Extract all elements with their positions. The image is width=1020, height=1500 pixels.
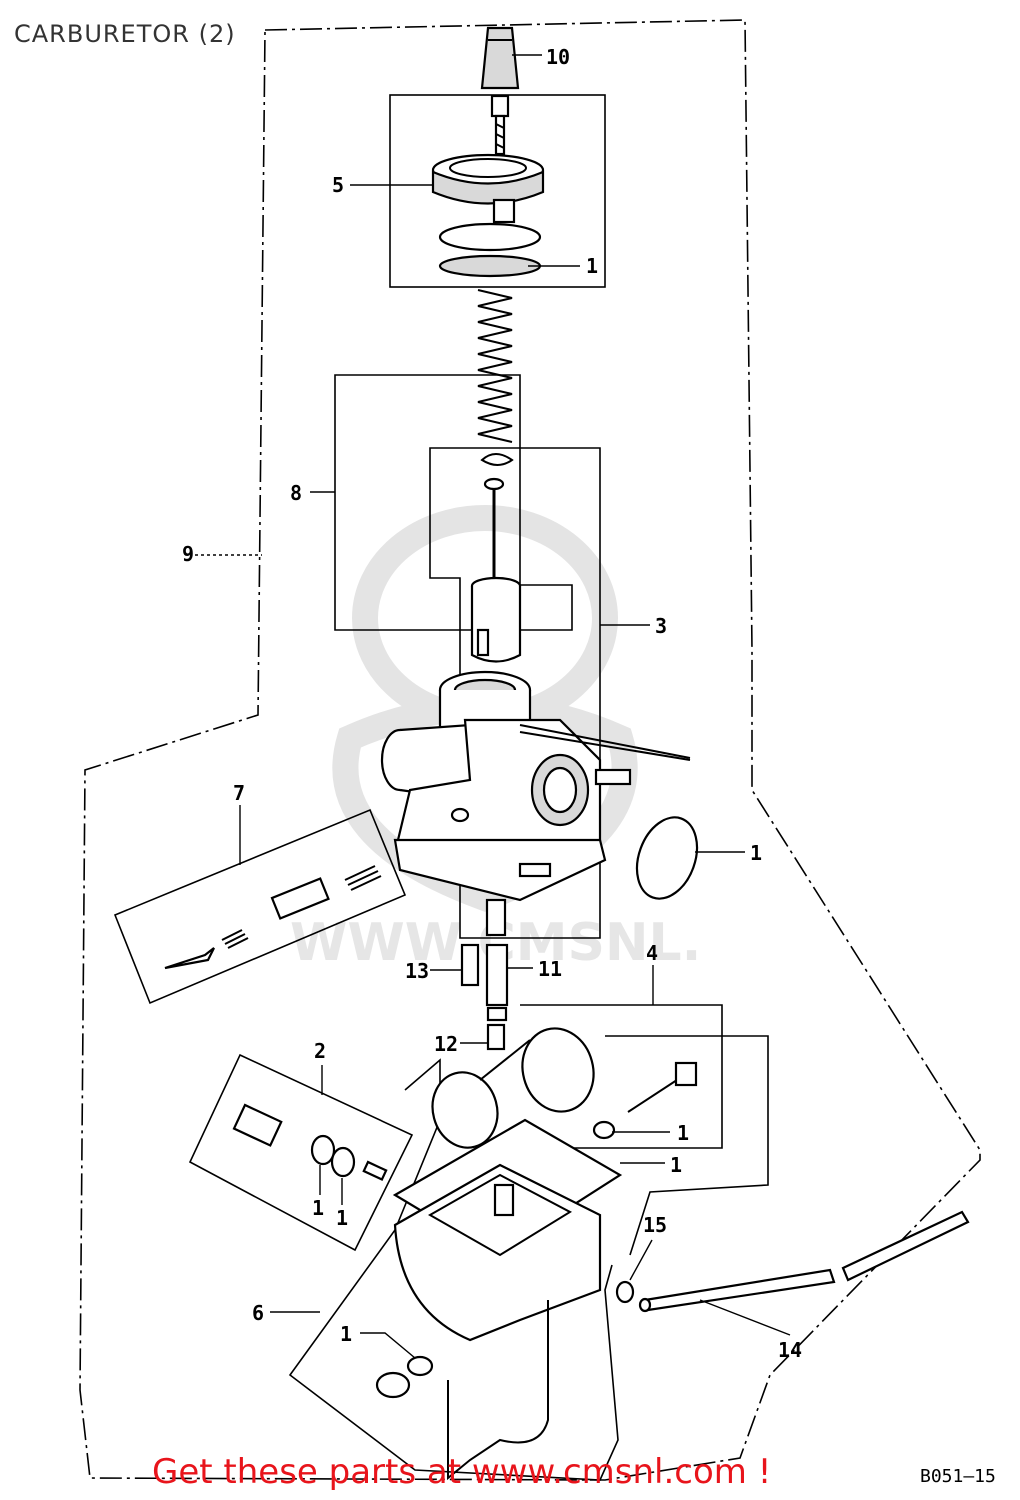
small-washer — [592, 1120, 616, 1140]
assembly-outline — [79, 19, 981, 1481]
needle-ring — [483, 477, 505, 491]
cap-plate — [438, 198, 542, 252]
callout-12: 12 — [434, 1032, 458, 1056]
callout-1: 1 — [586, 254, 598, 278]
group-box-3 — [429, 447, 601, 939]
callout-1: 1 — [340, 1322, 352, 1346]
o-ring — [635, 816, 699, 900]
overflow-hose — [638, 1210, 970, 1313]
throttle-valve — [470, 576, 522, 663]
callout-10: 10 — [546, 45, 570, 69]
callout-6: 6 — [252, 1301, 264, 1325]
callout-8: 8 — [290, 481, 302, 505]
main-jet-parts — [460, 898, 509, 1051]
float-valve-needle — [627, 1061, 698, 1113]
callout-5: 5 — [332, 173, 344, 197]
callout-4: 4 — [646, 941, 658, 965]
leader-1g — [360, 1332, 416, 1359]
group-box-4 — [520, 1004, 723, 1149]
callout-2: 2 — [314, 1039, 326, 1063]
throttle-spring — [477, 289, 513, 443]
callout-1: 1 — [312, 1196, 324, 1220]
cap-part-10 — [480, 26, 520, 90]
callout-13: 13 — [405, 959, 429, 983]
float — [431, 1027, 595, 1149]
callout-1: 1 — [336, 1206, 348, 1230]
diagram-reference-code: B051–15 — [920, 1466, 996, 1487]
callout-14: 14 — [778, 1338, 802, 1362]
callout-1: 1 — [750, 841, 762, 865]
callout-9: 9 — [182, 542, 194, 566]
group-box-7 — [113, 808, 407, 1005]
needle-clip — [480, 453, 514, 466]
leader-14 — [699, 1299, 791, 1336]
hose-clip — [615, 1280, 635, 1304]
callout-11: 11 — [538, 957, 562, 981]
get-parts-link[interactable]: Get these parts at www.cmsnl.com ! — [152, 1452, 772, 1492]
air-screw-set — [232, 1103, 388, 1181]
callout-1: 1 — [670, 1153, 682, 1177]
carburetor-body — [380, 670, 691, 902]
float-chamber — [393, 1163, 602, 1342]
group-box-2 — [188, 1053, 414, 1252]
callout-3: 3 — [655, 614, 667, 638]
page-title: CARBURETOR (2) — [14, 20, 236, 48]
pilot-screw-set — [164, 865, 382, 970]
adjuster-screw — [490, 94, 510, 156]
drain-tube — [447, 1300, 549, 1481]
callout-15: 15 — [643, 1213, 667, 1237]
gasket-disc — [438, 254, 542, 278]
group-box-8 — [334, 374, 573, 631]
callout-1: 1 — [677, 1121, 689, 1145]
top-ring-nut — [431, 153, 545, 205]
callout-7: 7 — [233, 781, 245, 805]
leader-15 — [629, 1239, 653, 1281]
drain-screw — [375, 1355, 434, 1399]
group-box-4b — [605, 1035, 769, 1256]
